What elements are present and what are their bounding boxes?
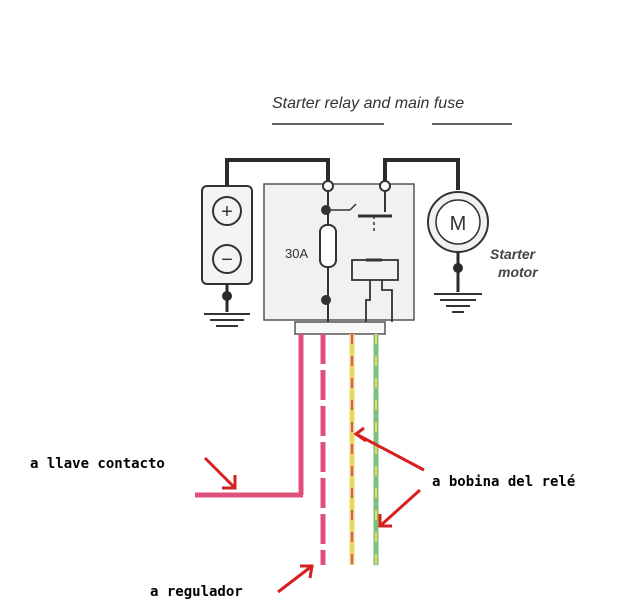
relay-coil-icon [351,259,399,281]
battery-minus-terminal [212,244,242,274]
motor-label-line1: Starter [490,246,537,262]
fuse-icon [319,224,337,268]
wire-battery-to-fuse [225,158,330,190]
battery: + − [201,185,253,285]
battery-ground-icon [204,284,250,327]
annotation-regulator: a regulador [150,584,243,600]
motor-symbol: M [450,213,467,235]
diagram-title: Starter relay and main fuse [272,95,464,112]
fuse-top-terminal [322,180,334,192]
arrow-to-coil-wire-upper [353,426,425,472]
arrow-to-coil-wire-lower [378,488,422,528]
motor-ground-icon [434,293,482,313]
fuse-rating: 30A [285,246,308,261]
annotation-ignition: a llave contacto [30,456,165,472]
battery-plus-terminal [212,196,242,226]
relay-connector-strip [294,321,386,335]
arrow-to-ignition-wire [203,456,237,490]
relay-box: 30A [263,180,415,335]
motor-label-line2: motor [498,264,539,280]
wire-relay-to-motor [383,158,460,190]
annotation-relay-coil: a bobina del relé [432,474,575,490]
battery-minus-symbol: − [221,249,233,271]
arrow-to-regulator-wire [277,564,314,594]
battery-plus-symbol: + [221,201,233,223]
relay-top-terminal [379,180,391,192]
starter-motor-icon: M [427,191,489,292]
